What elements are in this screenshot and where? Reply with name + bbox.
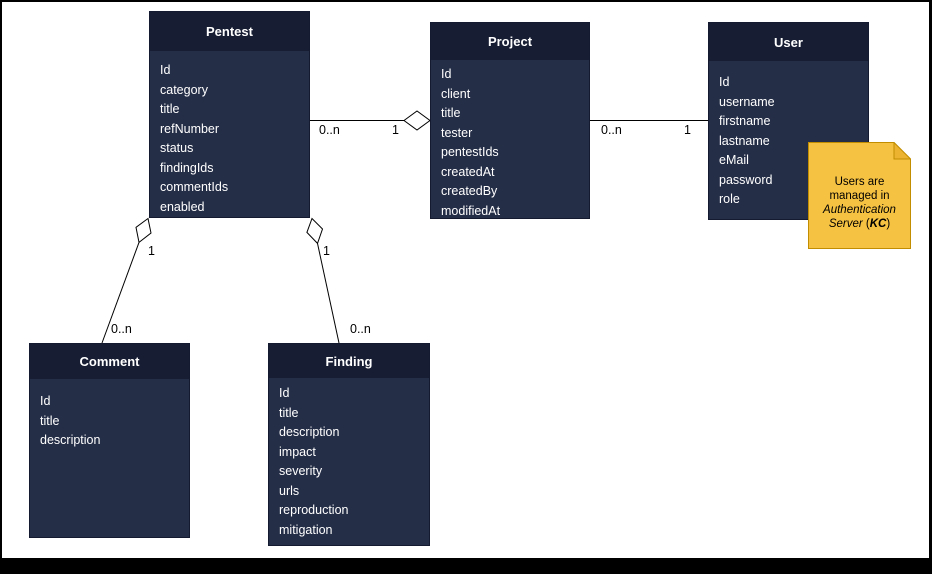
entity-pentest[interactable]: Pentest Id category title refNumber status fi… (149, 11, 310, 218)
entity-field: firstname (719, 114, 771, 128)
canvas-border-bottom (0, 558, 932, 574)
entity-finding-title: Finding (269, 344, 429, 378)
entity-comment-fields: Id title description (30, 379, 189, 537)
entity-user-title: User (709, 23, 868, 61)
entity-field: username (719, 94, 775, 109)
entity-finding[interactable]: Finding Id title description impact severity… (268, 343, 430, 546)
aggregation-diamond-icon (403, 110, 431, 131)
entity-field: findingIds (160, 160, 214, 175)
multiplicity-pentest-comment-source: 1 (148, 244, 155, 258)
entity-project-fields: Id client title tester pentestIds createdAt cr… (431, 60, 589, 221)
multiplicity-pentest-project-target: 1 (392, 123, 399, 137)
entity-field: commentIds (160, 180, 229, 194)
entity-field: status (160, 141, 194, 155)
entity-field: createdAt (441, 164, 495, 179)
note-fold-icon (893, 142, 911, 160)
aggregation-diamond-icon (306, 217, 324, 245)
entity-field: impact (279, 444, 316, 459)
entity-field: password (719, 172, 773, 187)
sticky-note-shape (808, 142, 911, 249)
entity-project[interactable]: Project Id client title tester pentestIds cre… (430, 22, 590, 219)
canvas-border-top (0, 0, 932, 2)
entity-field: pentestIds (441, 145, 499, 159)
entity-field: Id (279, 386, 290, 400)
entity-pentest-fields: Id category title refNumber status findingIds… (150, 51, 309, 217)
entity-field: title (279, 405, 299, 420)
connector-pentest-comment (101, 217, 152, 344)
sticky-note[interactable]: Users are managed in Authentication Serv… (808, 142, 911, 249)
entity-field: modifiedAt (441, 203, 501, 218)
entity-field: category (160, 82, 208, 97)
multiplicity-pentest-finding-target: 0..n (350, 322, 371, 336)
canvas-border-left (0, 0, 2, 574)
entity-comment-title: Comment (30, 344, 189, 379)
multiplicity-pentest-project-source: 0..n (319, 123, 340, 137)
entity-field: severity (279, 464, 323, 478)
entity-field: Id (160, 63, 171, 77)
canvas-border-right (929, 0, 932, 574)
multiplicity-project-user-target: 1 (684, 123, 691, 137)
entity-field: refNumber (160, 121, 220, 136)
multiplicity-project-user-source: 0..n (601, 123, 622, 137)
entity-field: title (160, 102, 180, 116)
entity-field: enabled (160, 199, 205, 214)
entity-pentest-title: Pentest (150, 12, 309, 51)
entity-field: Id (40, 394, 51, 408)
entity-user-fields: Id username firstname lastname eMail password… (709, 61, 868, 219)
entity-field: mitigation (279, 522, 333, 537)
entity-field: tester (441, 125, 473, 140)
entity-comment[interactable]: Comment Id title description (29, 343, 190, 538)
entity-field: title (441, 106, 461, 120)
entity-field: title (40, 413, 60, 428)
entity-project-title: Project (431, 23, 589, 60)
entity-field: urls (279, 483, 300, 498)
entity-field: client (441, 86, 471, 101)
multiplicity-pentest-finding-source: 1 (323, 244, 330, 258)
entity-field: Id (719, 75, 730, 89)
entity-field: description (279, 425, 340, 439)
entity-field: lastname (719, 133, 770, 148)
connector-pentest-finding (306, 217, 340, 344)
entity-field: reproduction (279, 503, 349, 517)
entity-field: role (719, 192, 740, 206)
entity-field: eMail (719, 153, 749, 167)
entity-field: Id (441, 67, 452, 81)
entity-finding-fields: Id title description impact severity urls repr… (269, 378, 429, 545)
sticky-note-text: Users are managed in Authentication Serv… (823, 175, 896, 230)
multiplicity-pentest-comment-target: 0..n (111, 322, 132, 336)
entity-field: createdBy (441, 184, 498, 198)
entity-field: description (40, 433, 101, 447)
aggregation-diamond-icon (135, 217, 152, 244)
